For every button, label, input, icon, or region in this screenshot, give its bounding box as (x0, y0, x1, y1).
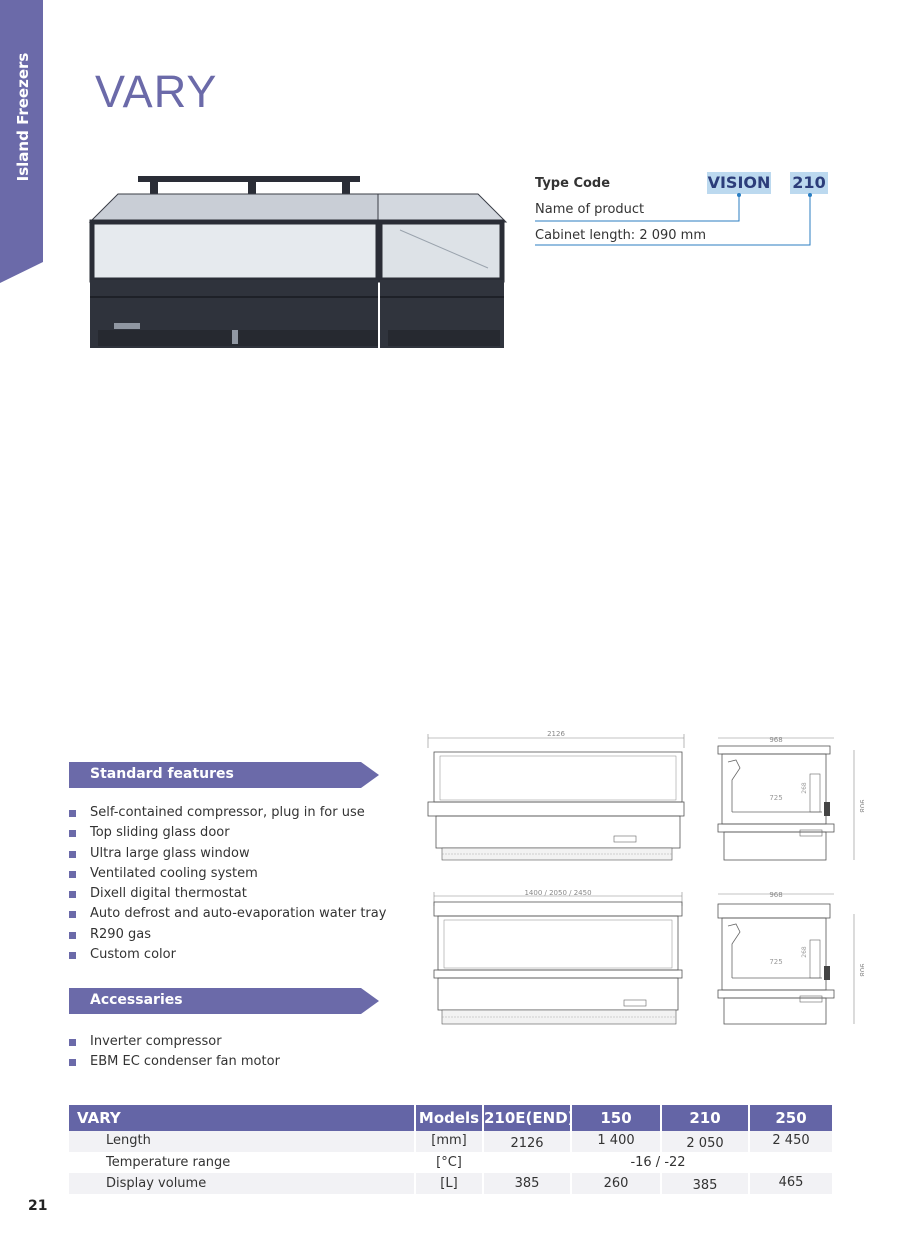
spec-cell: 465 (778, 1175, 804, 1190)
bullet-icon (69, 810, 76, 817)
spec-cell: 385 (692, 1178, 718, 1193)
side-height-dim: 908 (858, 963, 864, 976)
standard-features-list: Self-contained compressor, plug in for u… (69, 803, 386, 965)
spec-table-model-250: 250 (750, 1105, 832, 1131)
bullet-icon (69, 952, 76, 960)
spec-table-model-150: 150 (572, 1105, 660, 1131)
front-view-drawing-1: 2126 (427, 730, 685, 861)
bullet-icon (69, 850, 76, 858)
front-top-width-dim: 2126 (547, 730, 565, 738)
spec-cell: 385 (514, 1176, 540, 1191)
standard-features-heading: Standard features (69, 762, 379, 788)
side-tab-label: Island Freezers (14, 52, 32, 182)
list-item: EBM EC condenser fan motor (69, 1052, 280, 1072)
list-item: Ventilated cooling system (69, 864, 386, 884)
front-bottom-width-dim: 1400 / 2050 / 2450 (524, 889, 591, 897)
side-inner-dim: 725 (769, 958, 782, 966)
side-height-dim: 908 (858, 799, 864, 812)
spec-cell-merged: -16 / -22 (630, 1155, 686, 1170)
list-item: Inverter compressor (69, 1032, 280, 1052)
bullet-icon (69, 1059, 76, 1067)
spec-table-model-210e: 210E(END) (484, 1105, 575, 1131)
spec-cell: 2 050 (686, 1136, 724, 1151)
spec-table-product: VARY (69, 1105, 414, 1131)
bullet-icon (69, 931, 76, 939)
list-item: Dixell digital thermostat (69, 884, 386, 904)
type-code-length-label: Cabinet length: 2 090 mm (535, 228, 706, 243)
bullet-icon (69, 1039, 76, 1046)
spec-cell: 260 (603, 1176, 629, 1191)
spec-cell: 1 400 (597, 1133, 635, 1148)
spec-table-models-label: Models (416, 1105, 482, 1131)
spec-cell: 2126 (510, 1136, 544, 1151)
side-view-drawing-1: 968 908 725 268 (717, 736, 864, 861)
spec-row-label: Display volume (106, 1176, 207, 1191)
bullet-icon (69, 911, 76, 919)
type-code-connectors (535, 193, 812, 246)
list-item: R290 gas (69, 925, 386, 945)
side-width-dim: 968 (769, 891, 782, 899)
standard-features-title: Standard features (90, 766, 234, 782)
type-code-header: Type Code (535, 176, 611, 191)
side-view-drawing-2: 968 908 725 268 (717, 891, 864, 1025)
spec-row-label: Length (106, 1133, 151, 1148)
type-code-name-badge: VISION (707, 172, 771, 194)
accessories-list: Inverter compressor EBM EC condenser fan… (69, 1032, 280, 1073)
bullet-icon (69, 891, 76, 899)
spec-row-label: Temperature range (106, 1155, 231, 1170)
accessories-title: Accessaries (90, 992, 183, 1008)
spec-row-unit: [°C] (436, 1155, 462, 1170)
type-code-length-badge: 210 (790, 172, 828, 194)
table-row (69, 1173, 832, 1194)
list-item: Self-contained compressor, plug in for u… (69, 803, 386, 823)
side-inner-dim: 725 (769, 794, 782, 802)
spec-row-unit: [mm] (431, 1133, 467, 1148)
side-tab: Island Freezers (0, 0, 43, 283)
spec-table-model-210: 210 (662, 1105, 748, 1131)
spec-cell: 2 450 (772, 1133, 810, 1148)
side-width-dim: 968 (769, 736, 782, 744)
bullet-icon (69, 830, 76, 838)
page-title: VARY (95, 66, 218, 117)
table-row (69, 1131, 832, 1152)
list-item: Top sliding glass door (69, 823, 386, 843)
side-inner-height-dim: 268 (801, 946, 808, 958)
bullet-icon (69, 870, 76, 878)
accessories-heading: Accessaries (69, 988, 379, 1014)
page-number: 21 (28, 1198, 48, 1214)
front-view-drawing-2: 1400 / 2050 / 2450 (433, 889, 683, 1025)
product-photo (88, 176, 508, 348)
list-item: Auto defrost and auto-evaporation water … (69, 904, 386, 924)
list-item: Custom color (69, 945, 386, 965)
type-code-name-label: Name of product (535, 202, 645, 217)
side-inner-height-dim: 268 (801, 782, 808, 794)
table-row (69, 1152, 832, 1173)
spec-row-unit: [L] (440, 1176, 458, 1191)
list-item: Ultra large glass window (69, 844, 386, 864)
